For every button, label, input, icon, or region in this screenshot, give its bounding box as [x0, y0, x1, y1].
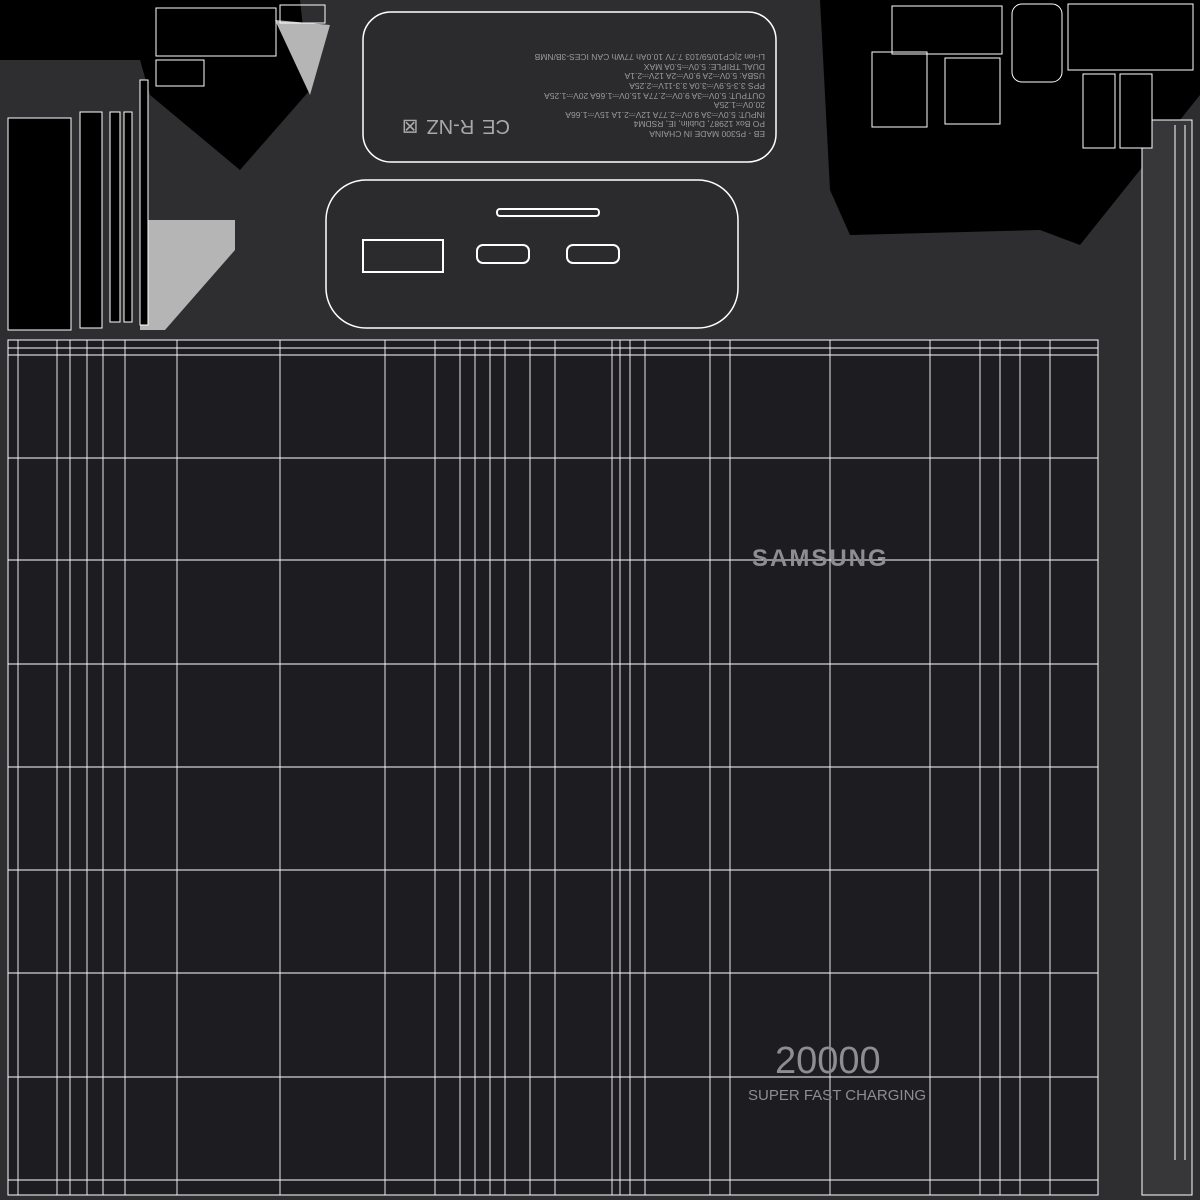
usb-c-port: [476, 244, 530, 264]
uv-island: [109, 111, 121, 323]
label-line: PPS 3.3-5.9V⎓3.0A 3.3-11V⎓2.25A: [629, 81, 765, 92]
tagline-text: SUPER FAST CHARGING: [748, 1087, 927, 1104]
uv-island: [1082, 73, 1116, 149]
label-line: DUAL TRIPLE: 5.0V⎓5.0A MAX: [643, 61, 765, 72]
uv-island: [871, 51, 928, 128]
port-panel: [325, 179, 739, 329]
ce-mark-icon: CE: [482, 115, 510, 137]
led-slot: [496, 208, 600, 217]
weee-bin-icon: ⊠: [401, 115, 419, 137]
uv-island: [155, 59, 205, 87]
uv-island: [155, 7, 277, 57]
label-line: EB - P5300 MADE IN CHAINA: [649, 129, 765, 139]
label-line: OUTPUT: 5.0V⎓3A 9.0V⎓2.77A 15.0V⎓1.66A 2…: [544, 90, 765, 101]
uv-island: [1067, 3, 1194, 71]
capacity-text: 20000: [775, 1040, 881, 1082]
black-region-left: [0, 0, 310, 170]
label-line: Li-ion 2|CP10/59/103 7.7V 10.0Ah 77Wh CA…: [534, 52, 765, 63]
uv-island: [79, 111, 103, 329]
usb-c-port: [566, 244, 620, 264]
black-region-right: [820, 0, 1200, 245]
wireframe-grid: [8, 340, 1098, 1195]
side-strip: [1141, 119, 1193, 1196]
uv-island: [139, 79, 149, 326]
cert-marks: CE R-NZ ⊠: [401, 115, 510, 137]
label-panel: [362, 11, 777, 163]
uv-island: [279, 4, 326, 24]
brand-logo: SAMSUNG: [752, 545, 889, 572]
uv-island: [1011, 3, 1063, 83]
label-line: INPUT: 5.0V⎓3A 9.0V⎓2.77A 12V⎓2.1A 15V⎓1…: [565, 109, 765, 120]
uv-island: [7, 117, 72, 331]
uv-island: [1119, 73, 1153, 149]
uv-island: [891, 5, 1003, 55]
label-line: PO Box 12987, Dublin, IE, RSDM4: [633, 119, 765, 130]
usb-a-port: [362, 239, 444, 273]
gray-patch: [275, 20, 330, 95]
label-line: USBA: 5.0V⎓2A 9.0V⎓2A 12V⎓2.1A: [624, 71, 765, 82]
uv-island: [123, 111, 133, 323]
rcm-mark-icon: R-NZ: [426, 115, 475, 137]
main-face-panel: [7, 339, 1099, 1196]
uv-island: [944, 57, 1001, 125]
label-line: 20.0V⎓1.25A: [713, 100, 765, 111]
gray-patch: [140, 220, 235, 330]
